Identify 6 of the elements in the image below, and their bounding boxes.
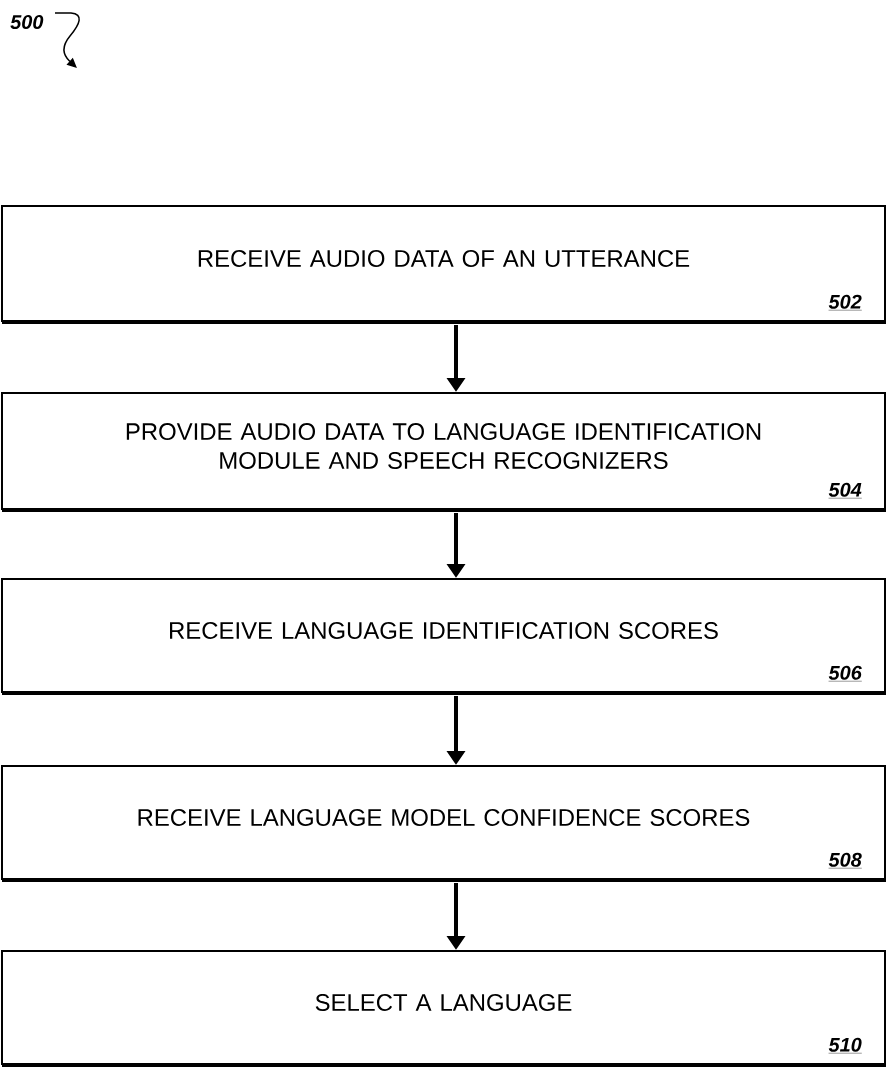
step-number: 506 — [828, 665, 862, 682]
figure-number: 500 — [10, 14, 44, 30]
step-number: 502 — [828, 294, 862, 311]
step-number: 508 — [828, 852, 862, 869]
step-number: 504 — [828, 482, 862, 499]
step-number: 510 — [828, 1037, 862, 1054]
